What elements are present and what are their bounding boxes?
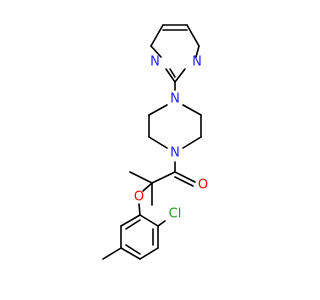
molecule-structure: N N N N O O Cl <box>102 24 208 260</box>
bond <box>120 247 141 260</box>
bond <box>138 203 141 216</box>
piperazine-ring <box>148 104 202 149</box>
atom-o-ether: O <box>134 190 144 205</box>
atom-n-piperazine-bottom: N <box>170 146 180 161</box>
bond <box>182 104 202 116</box>
bond <box>165 68 176 83</box>
bond <box>139 247 159 260</box>
bond <box>157 220 166 227</box>
amide-linker <box>129 161 196 206</box>
bond <box>142 182 153 192</box>
bond <box>148 136 168 149</box>
bond <box>125 219 141 230</box>
atom-n-piperazine-top: N <box>170 92 180 107</box>
bond <box>186 24 200 47</box>
bond <box>174 68 186 83</box>
bond <box>102 247 122 260</box>
bond <box>125 244 141 255</box>
bond <box>129 171 153 184</box>
pyrimidine-ring <box>150 24 200 83</box>
bond <box>150 24 164 47</box>
bond <box>150 45 162 58</box>
atom-n-pyrimidine-right: N <box>192 55 202 70</box>
atom-cl: Cl <box>169 207 182 222</box>
bond <box>169 68 176 78</box>
chlorotoluene-ring <box>102 214 166 260</box>
bond <box>151 171 176 184</box>
bond <box>195 45 200 58</box>
atom-o-carbonyl: O <box>198 178 208 193</box>
bond <box>120 214 141 227</box>
bond <box>148 104 168 116</box>
bond <box>139 214 159 227</box>
bond <box>182 136 202 149</box>
atom-n-pyrimidine-left: N <box>150 55 160 70</box>
bond <box>174 176 194 187</box>
bond <box>174 171 196 183</box>
